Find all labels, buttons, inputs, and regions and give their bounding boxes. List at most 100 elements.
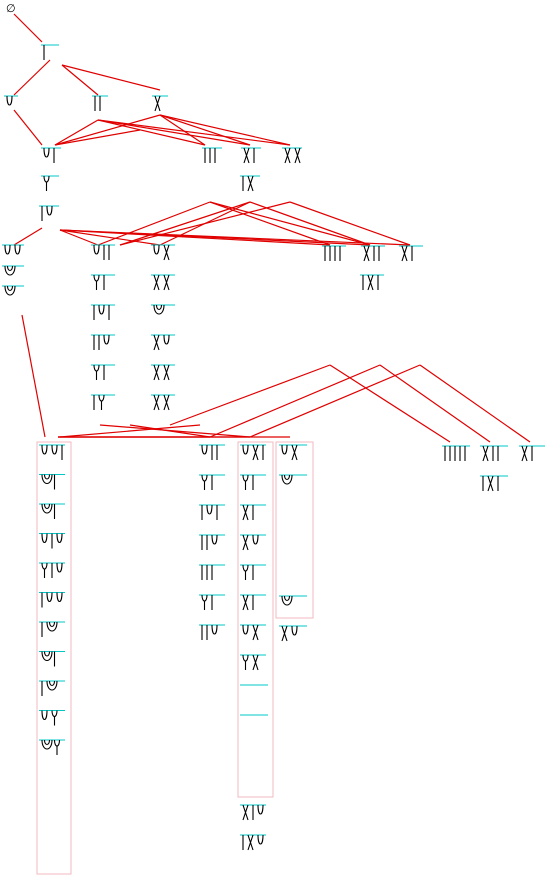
- node-strand: [41, 444, 48, 455]
- edge-line: [159, 114, 206, 146]
- node-strand: [521, 445, 528, 462]
- node-level2-cross: [152, 95, 168, 112]
- node-strand: [56, 562, 63, 573]
- node-strand: [242, 504, 249, 521]
- node-level5: [240, 444, 266, 461]
- node-strand: [93, 364, 100, 380]
- node-strand: [51, 444, 58, 455]
- node-level5: [39, 710, 65, 726]
- node-level4: [151, 394, 175, 411]
- node-strand: [247, 834, 254, 851]
- node-level4: [151, 274, 175, 291]
- edge-line: [61, 64, 99, 96]
- node-level3: [240, 175, 260, 192]
- edge-line: [249, 201, 371, 246]
- node-strand: [242, 534, 249, 551]
- edge-line: [21, 314, 46, 438]
- node-level2-pair: [92, 95, 108, 111]
- node-level5: [240, 594, 266, 611]
- edge-line: [169, 364, 331, 426]
- edge-line: [59, 229, 411, 246]
- node-strand: [41, 651, 53, 662]
- node-level5: [279, 474, 307, 485]
- node-strand: [206, 504, 213, 515]
- edge-line: [59, 229, 161, 246]
- edge-line: [59, 229, 99, 246]
- node-group-box: [275, 441, 314, 619]
- edge-line: [119, 201, 291, 246]
- edge-line: [97, 201, 211, 246]
- edge-line: [97, 119, 206, 146]
- node-strand: [46, 680, 58, 691]
- node-level4: [2, 265, 24, 276]
- node-strand: [46, 205, 53, 216]
- node-strand: [93, 244, 100, 255]
- node-strand: [242, 474, 249, 490]
- node-level3: [202, 147, 222, 163]
- node-level3: [41, 147, 61, 163]
- node-strand: [153, 274, 160, 291]
- node-level5: [199, 444, 225, 460]
- node-strand: [41, 503, 53, 514]
- node-strand: [401, 245, 408, 262]
- node-level4: [151, 364, 175, 381]
- node-strand: [154, 95, 161, 112]
- nodes: [2, 44, 545, 851]
- node-strand: [257, 834, 264, 845]
- edge-line: [61, 64, 161, 91]
- node-level5: [279, 625, 307, 642]
- edge-line: [99, 424, 251, 438]
- edge-line: [54, 114, 161, 146]
- edge-line: [129, 424, 211, 438]
- node-strand: [281, 625, 288, 642]
- node-strand: [51, 710, 58, 726]
- node-level5: [240, 834, 266, 851]
- node-level4: [151, 304, 175, 315]
- edge-line: [159, 114, 291, 146]
- edge-line: [289, 201, 411, 246]
- node-strand: [153, 334, 160, 351]
- node-strand: [281, 444, 288, 455]
- node-strand: [291, 444, 298, 461]
- node-level3: [241, 147, 261, 164]
- node-strand: [247, 175, 254, 192]
- node-group-box: [237, 441, 274, 798]
- node-strand: [211, 534, 218, 545]
- node-strand: [242, 624, 249, 635]
- node-level5: [240, 804, 266, 821]
- node-level5: [240, 564, 266, 580]
- edge-line: [13, 109, 43, 146]
- edge-line: [249, 364, 421, 438]
- node-strand: [291, 625, 298, 636]
- node-strand: [56, 592, 63, 603]
- node-level5: [240, 504, 266, 521]
- node-strand: [482, 445, 489, 462]
- node-level4: [360, 274, 384, 291]
- node-strand: [56, 533, 63, 544]
- node-level5: [39, 651, 65, 667]
- node-strand: [243, 147, 250, 164]
- node-strand: [4, 265, 16, 276]
- node-level4: [91, 364, 115, 380]
- edge-line: [329, 364, 451, 443]
- edge-line: [119, 201, 251, 246]
- node-strand: [294, 147, 301, 164]
- node-strand: [242, 564, 249, 580]
- node-strand: [163, 364, 170, 381]
- root-empty-set-label: ∅: [6, 2, 16, 15]
- node-level5: [199, 474, 225, 490]
- node-level4: [2, 285, 24, 296]
- edge-line: [159, 114, 251, 146]
- edge-line: [54, 119, 99, 146]
- node-level5: [199, 624, 225, 640]
- node-strand: [103, 334, 110, 345]
- node-strand: [153, 364, 160, 381]
- node-level4: [91, 394, 115, 410]
- edge-line: [13, 227, 43, 246]
- node-strand: [6, 95, 13, 106]
- node-strand: [43, 175, 50, 191]
- node-level5: [480, 475, 508, 492]
- node-level5: [199, 504, 225, 520]
- node-strand: [242, 804, 249, 821]
